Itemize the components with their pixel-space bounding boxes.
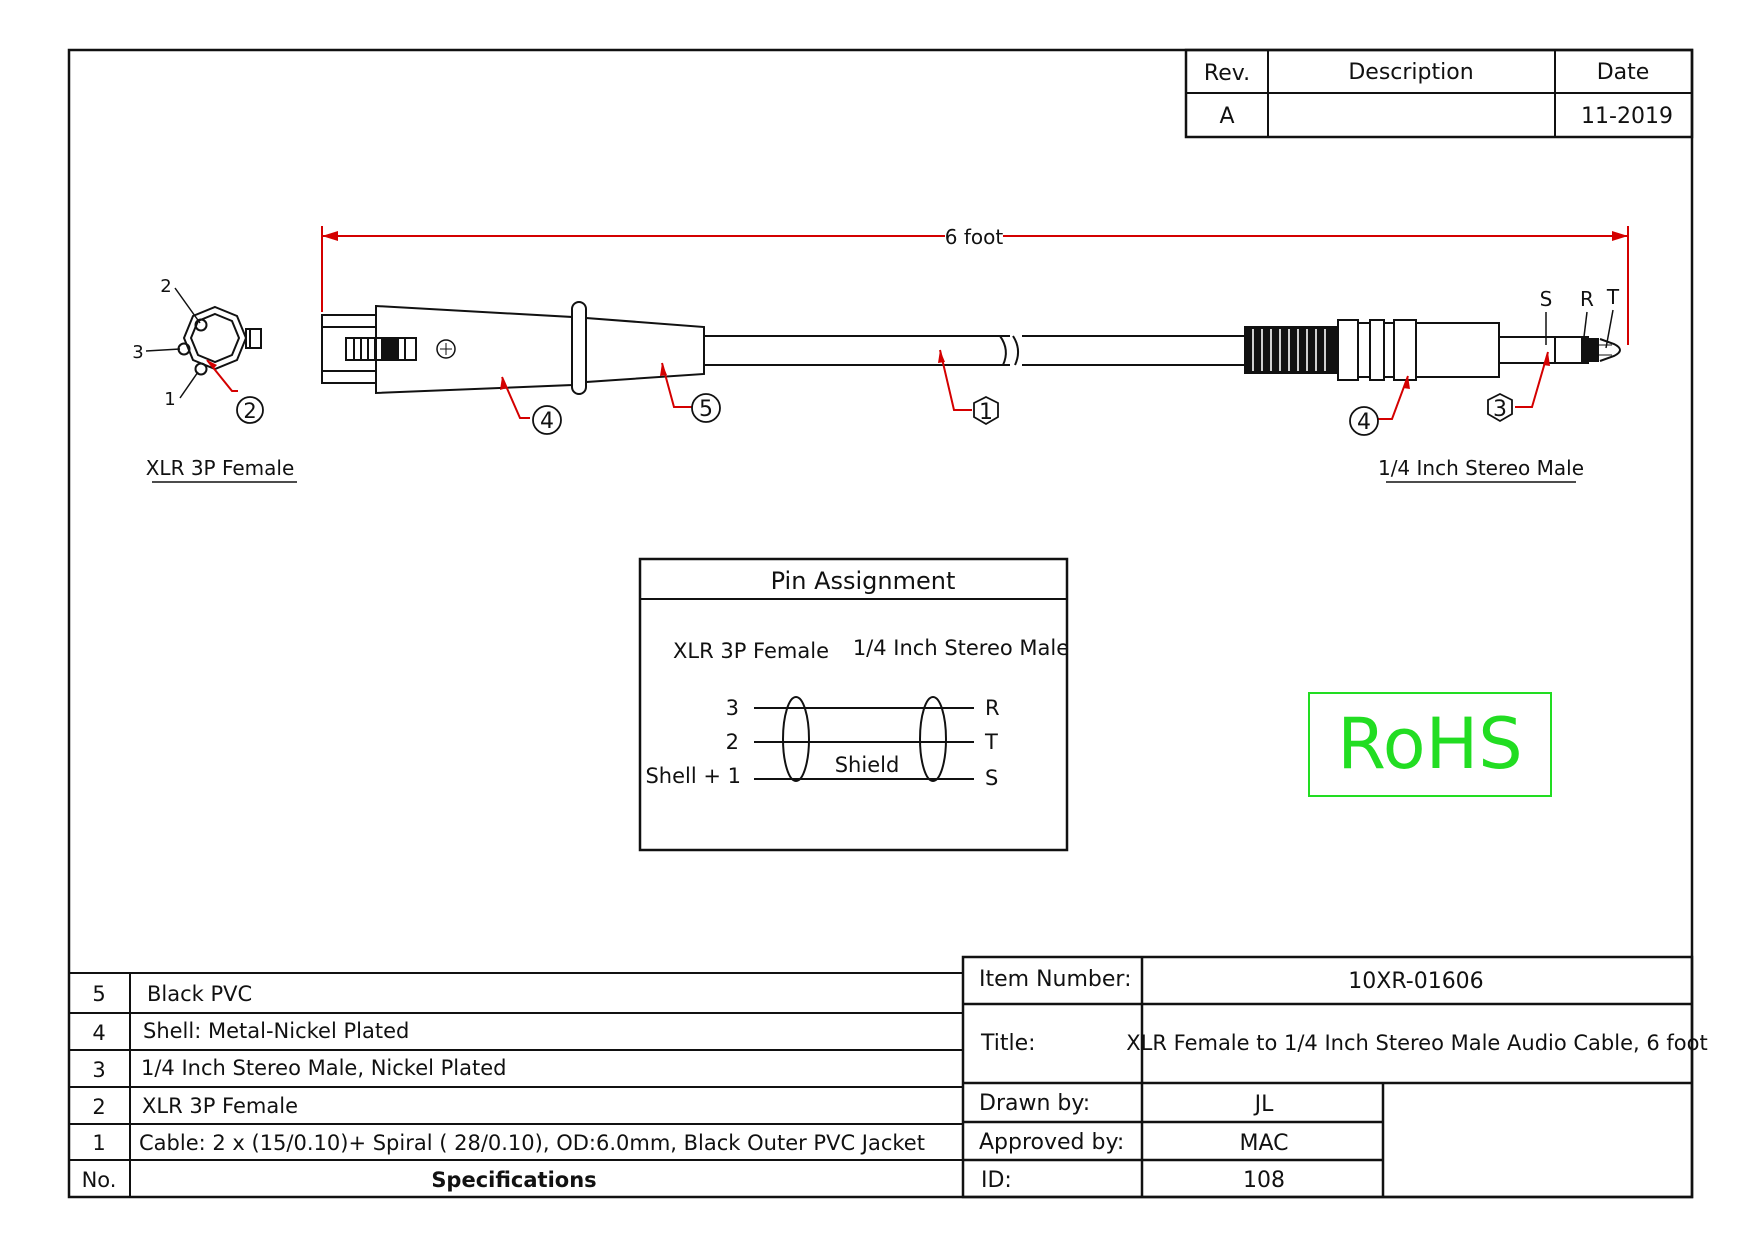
title-block: Item Number: 10XR-01606 Title: XLR Femal… [961,955,1708,1199]
date-value: 11-2019 [1581,104,1673,129]
rev-value: A [1219,104,1234,129]
spec-row-2-text: XLR 3P Female [142,1094,298,1118]
date-header: Date [1597,60,1650,85]
title-value: XLR Female to 1/4 Inch Stereo Male Audio… [1126,1031,1707,1055]
title-label: Title: [980,1031,1036,1056]
plug-contact-r: R [1580,287,1594,311]
rev-header: Rev. [1204,61,1250,86]
id-value: 108 [1243,1168,1285,1193]
description-header: Description [1348,60,1473,85]
xlr-pin-1: 1 [164,389,175,410]
id-label: ID: [981,1168,1012,1193]
callout-xlr-face: 2 [243,399,256,423]
callout-plug: 3 [1493,397,1507,422]
callout-cable: 1 [979,400,993,425]
pin-row-3-right: S [985,766,998,790]
xlr-pin-2: 2 [160,276,171,297]
callout-boot-left: 5 [699,397,713,422]
shield-label: Shield [835,753,900,777]
spec-row-5-text: Black PVC [147,982,252,1006]
spec-row-1-text: Cable: 2 x (15/0.10)+ Spiral ( 28/0.10),… [139,1131,925,1155]
xlr-callout: 2 [206,359,264,424]
spec-row-3-text: 1/4 Inch Stereo Male, Nickel Plated [141,1056,506,1080]
spec-row-4-no: 4 [92,1021,105,1045]
spec-row-1-no: 1 [92,1131,105,1155]
rohs-text: RoHS [1337,703,1522,785]
xlr-face-view [145,287,262,399]
plug-connector [1244,319,1621,381]
item-number-label: Item Number: [979,967,1131,992]
pin-right-header: 1/4 Inch Stereo Male [853,636,1069,660]
rohs-mark: RoHS [1308,692,1552,797]
specs-table: 5 Black PVC 4 Shell: Metal-Nickel Plated… [69,972,963,1197]
approved-by-label: Approved by: [979,1130,1124,1155]
cable-callouts: 4 5 1 [500,349,999,435]
drawn-by-label: Drawn by: [979,1091,1090,1116]
spec-header-text: Specifications [431,1168,596,1192]
callout-shell-right: 4 [1357,410,1371,435]
length-label: 6 foot [945,225,1004,249]
revision-table: Rev. Description Date A 11-2019 [1184,48,1694,139]
xlr-connector [321,301,1245,395]
pin-row-3-left: Shell + 1 [645,764,741,788]
spec-header-no: No. [82,1168,117,1192]
spec-row-4-text: Shell: Metal-Nickel Plated [143,1019,409,1043]
length-dimension: 6 foot [321,224,1629,345]
pin-row-1-right: R [985,696,1000,720]
plug-contact-labels: S R T [1540,285,1620,349]
spec-row-5-no: 5 [92,982,105,1006]
approved-by-value: MAC [1239,1131,1288,1156]
xlr-pin-3: 3 [132,342,143,363]
plug-contact-s: S [1540,287,1553,311]
xlr-pin-labels: 1 2 3 [132,276,175,410]
drawn-by-value: JL [1253,1092,1274,1117]
sheet-border [67,48,1694,1199]
right-connector-label: 1/4 Inch Stereo Male [1378,456,1584,480]
pin-row-2-left: 2 [726,730,739,754]
pin-assignment-box: Pin Assignment XLR 3P Female 1/4 Inch St… [638,557,1069,852]
spec-row-2-no: 2 [92,1095,105,1119]
plug-contact-t: T [1606,285,1620,309]
left-connector-label: XLR 3P Female [146,456,295,480]
callout-shell-left: 4 [540,409,554,434]
spec-row-3-no: 3 [92,1058,105,1082]
plug-callouts: 4 3 [1349,351,1550,436]
pin-row-1-left: 3 [726,696,739,720]
pin-row-2-right: T [984,730,998,754]
item-number-value: 10XR-01606 [1348,969,1483,994]
pin-assignment-title: Pin Assignment [771,567,956,595]
pin-left-header: XLR 3P Female [673,639,829,663]
